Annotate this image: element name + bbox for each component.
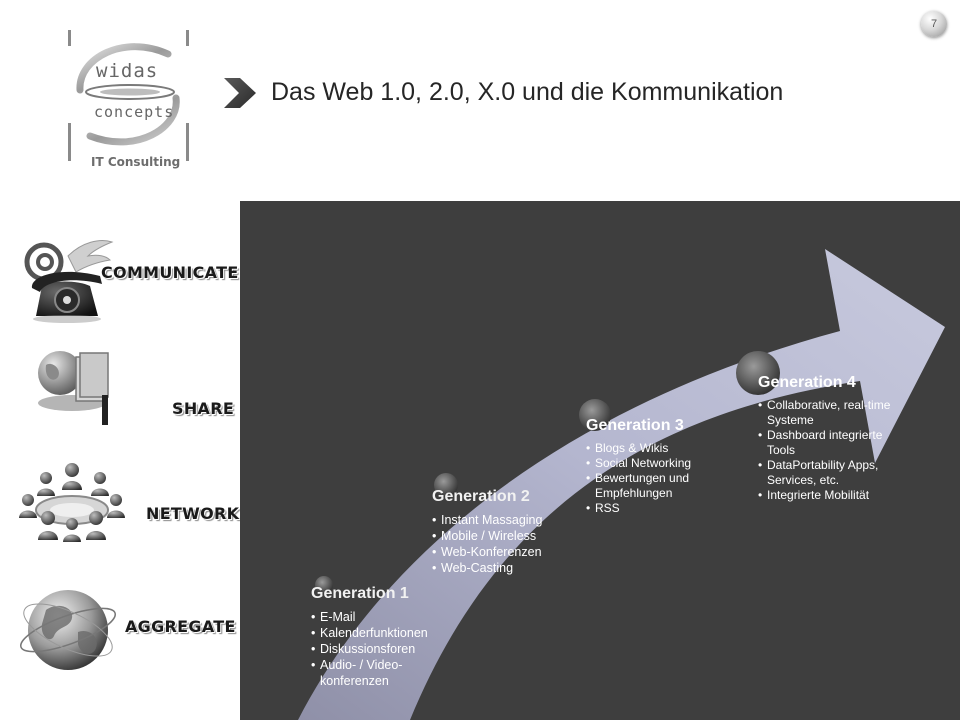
telephone-at-icon bbox=[24, 240, 114, 323]
list-item: Integrierte Mobilität bbox=[758, 488, 938, 503]
list-item: Instant Massaging bbox=[432, 512, 602, 528]
growth-arrow bbox=[298, 249, 945, 720]
list-item: Web-Casting bbox=[432, 560, 602, 576]
list-item: Dashboard integrierte Tools bbox=[758, 428, 938, 458]
page-title: Das Web 1.0, 2.0, X.0 und die Kommunikat… bbox=[271, 78, 784, 106]
category-share: SHARE bbox=[172, 399, 235, 418]
page-number-badge: 7 bbox=[921, 11, 947, 37]
list-item: Blogs & Wikis bbox=[586, 441, 746, 456]
generation-3-block: Generation 3 Blogs & Wikis Social Networ… bbox=[586, 417, 746, 516]
list-item: RSS bbox=[586, 501, 746, 516]
generation-2-list: Instant Massaging Mobile / Wireless Web-… bbox=[432, 512, 602, 576]
chevron-right-icon bbox=[224, 78, 256, 108]
category-aggregate: AGGREGATE bbox=[125, 617, 236, 636]
generation-3-title: Generation 3 bbox=[586, 417, 684, 434]
generation-2-block: Generation 2 Instant Massaging Mobile / … bbox=[432, 488, 602, 576]
category-communicate: COMMUNICATE bbox=[101, 263, 239, 282]
list-item: Mobile / Wireless bbox=[432, 528, 602, 544]
list-item: Social Networking bbox=[586, 456, 746, 471]
logo-tagline: IT Consulting bbox=[91, 155, 181, 169]
generation-4-list: Collaborative, real-time Systeme Dashboa… bbox=[758, 398, 938, 503]
generation-1-block: Generation 1 E-Mail Kalenderfunktionen D… bbox=[311, 585, 481, 689]
logo-word-widas: widas bbox=[96, 60, 159, 82]
list-item: Web-Konferenzen bbox=[432, 544, 602, 560]
list-item: DataPortability Apps, Services, etc. bbox=[758, 458, 938, 488]
list-item: E-Mail bbox=[311, 609, 481, 625]
generation-2-title: Generation 2 bbox=[432, 488, 530, 505]
generation-1-title: Generation 1 bbox=[311, 585, 409, 602]
generation-4-title: Generation 4 bbox=[758, 374, 856, 391]
globe-icon bbox=[20, 590, 116, 670]
logo-word-concepts: concepts bbox=[94, 103, 175, 121]
category-network: NETWORK bbox=[146, 504, 240, 523]
list-item: Diskussionsforen bbox=[311, 641, 481, 657]
list-item: Bewertungen und Empfehlungen bbox=[586, 471, 746, 501]
logo-graphic bbox=[68, 30, 189, 161]
globe-folder-icon bbox=[38, 351, 109, 425]
list-item: Audio- / Video- konferenzen bbox=[311, 657, 481, 689]
people-circle-icon bbox=[19, 463, 125, 542]
list-item: Kalenderfunktionen bbox=[311, 625, 481, 641]
generation-3-list: Blogs & Wikis Social Networking Bewertun… bbox=[586, 441, 746, 516]
generation-4-block: Generation 4 Collaborative, real-time Sy… bbox=[758, 374, 938, 503]
generations-panel: Generation 1 E-Mail Kalenderfunktionen D… bbox=[240, 201, 960, 720]
list-item: Collaborative, real-time Systeme bbox=[758, 398, 938, 428]
generation-1-list: E-Mail Kalenderfunktionen Diskussionsfor… bbox=[311, 609, 481, 689]
